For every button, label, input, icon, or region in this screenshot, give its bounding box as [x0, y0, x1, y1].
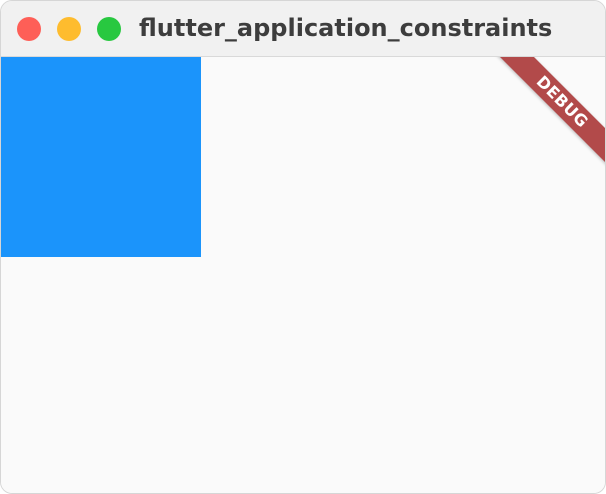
- close-window-button[interactable]: [17, 17, 41, 41]
- blue-container-box: [1, 57, 201, 257]
- debug-banner: DEBUG: [496, 57, 605, 168]
- app-content: DEBUG: [1, 57, 605, 493]
- title-bar[interactable]: flutter_application_constraints: [1, 1, 605, 57]
- zoom-window-button[interactable]: [97, 17, 121, 41]
- window-title: flutter_application_constraints: [139, 14, 553, 42]
- minimize-window-button[interactable]: [57, 17, 81, 41]
